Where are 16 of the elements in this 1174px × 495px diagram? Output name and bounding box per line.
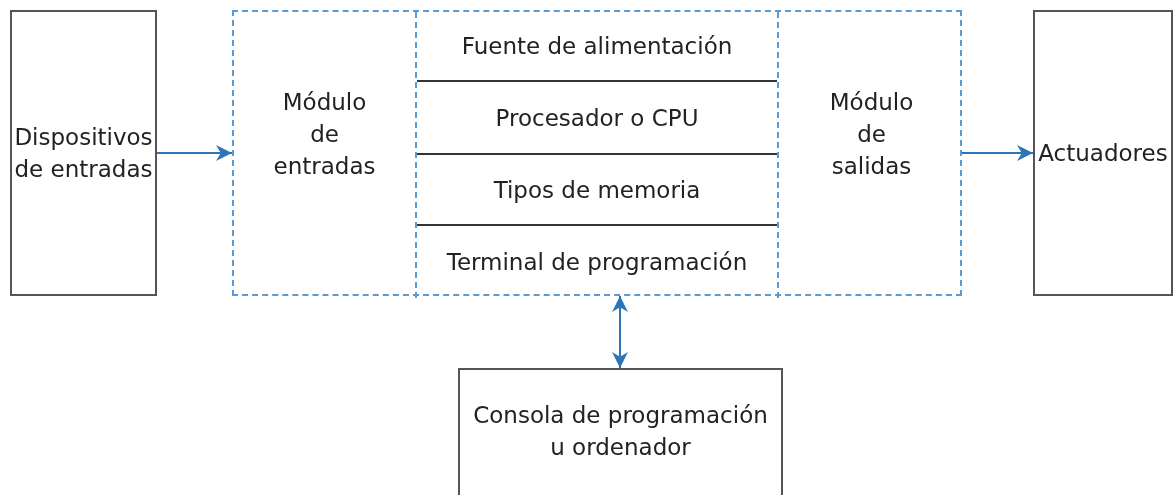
actuator-box <box>1033 10 1173 296</box>
device-box <box>10 10 157 296</box>
arrow <box>612 295 628 369</box>
plc-group-frame <box>232 10 962 296</box>
node-label: Tipos de memoria <box>492 175 702 205</box>
node-label: Fuente de alimentación <box>460 32 734 61</box>
arrow <box>156 145 233 161</box>
node-label: Módulo de salidas <box>828 88 915 181</box>
node-label: Módulo de entradas <box>272 88 377 181</box>
node-label: Terminal de programación <box>445 248 749 277</box>
node-label: Actuadores <box>1037 139 1169 168</box>
console-box <box>458 368 783 495</box>
arrow <box>961 145 1034 161</box>
node-label: Procesador o CPU <box>494 103 700 133</box>
node-label: Consola de programación u ordenador <box>472 401 769 462</box>
node-label: Dispositivos de entradas <box>13 123 154 184</box>
